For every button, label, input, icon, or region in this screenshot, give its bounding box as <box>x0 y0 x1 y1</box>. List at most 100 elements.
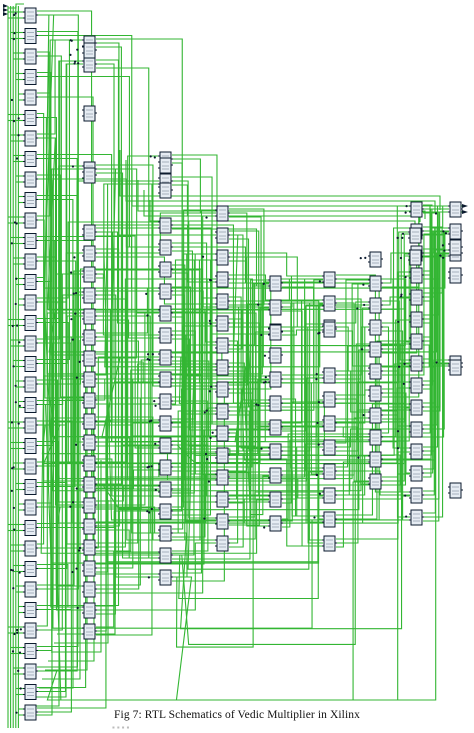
wire <box>229 279 323 411</box>
wire <box>382 381 410 434</box>
logic-block <box>23 397 38 413</box>
logic-block <box>23 233 38 249</box>
wire <box>96 155 159 481</box>
junction-dot <box>362 283 365 286</box>
logic-block <box>23 212 38 229</box>
junction-dot <box>76 48 79 51</box>
junction-dot <box>262 381 266 384</box>
logic-block <box>268 467 283 484</box>
logic-block <box>215 469 230 486</box>
wire <box>37 55 83 380</box>
wire <box>8 3 24 9</box>
logic-block <box>158 157 173 174</box>
logic-block <box>82 497 97 514</box>
logic-block <box>23 274 38 290</box>
junction-dot <box>441 244 445 247</box>
logic-block <box>322 487 337 504</box>
logic-block <box>268 515 283 532</box>
wire <box>229 278 323 478</box>
logic-block <box>215 513 230 530</box>
junction-dot <box>317 443 320 446</box>
logic-block <box>448 267 463 284</box>
logic-block <box>82 371 97 388</box>
wire <box>382 255 449 442</box>
logic-block <box>215 293 230 310</box>
junction-dot <box>15 277 18 280</box>
wire <box>96 235 159 449</box>
junction-dot <box>13 32 16 35</box>
junction-dot <box>154 488 157 491</box>
output-port <box>462 210 468 214</box>
logic-block <box>23 7 38 24</box>
logic-block <box>23 520 38 536</box>
wire <box>336 417 369 476</box>
wire <box>423 300 449 367</box>
wire <box>96 529 159 559</box>
logic-block <box>322 511 337 528</box>
logic-block <box>23 540 38 557</box>
junction-dot <box>12 37 15 41</box>
junction-dot <box>11 650 15 653</box>
logic-block <box>23 356 38 372</box>
logic-block <box>448 359 463 376</box>
logic-block <box>448 223 463 240</box>
junction-dot <box>11 324 14 328</box>
junction-dot <box>73 62 76 65</box>
logic-block <box>23 376 38 393</box>
junction-dot <box>255 403 258 406</box>
logic-block <box>409 267 424 284</box>
junction-dot <box>400 293 403 296</box>
junction-dot <box>318 280 321 283</box>
junction-dot <box>316 421 319 425</box>
logic-block <box>23 438 38 454</box>
junction-dot <box>12 365 15 368</box>
logic-block <box>322 463 337 480</box>
logic-block <box>368 341 383 358</box>
logic-block <box>268 419 283 436</box>
logic-block <box>23 335 38 352</box>
logic-block <box>82 623 97 640</box>
junction-dot <box>357 456 360 459</box>
junction-dot <box>313 516 316 519</box>
junction-dot <box>16 628 19 632</box>
junction-dot <box>75 376 79 379</box>
logic-block <box>268 395 283 412</box>
junction-dot <box>71 570 74 574</box>
junction-dot <box>77 549 81 552</box>
wire <box>382 227 410 390</box>
wire <box>96 437 159 509</box>
junction-dot <box>11 569 15 572</box>
logic-block <box>23 581 38 598</box>
logic-block <box>158 371 173 388</box>
wire <box>229 234 410 347</box>
logic-block <box>368 319 383 336</box>
junction-dot <box>203 411 206 414</box>
wire <box>336 279 369 444</box>
junction-dot <box>150 465 153 468</box>
logic-block <box>23 130 38 147</box>
junction-dot <box>77 62 80 65</box>
junction-dot <box>360 348 364 351</box>
logic-block <box>409 289 424 306</box>
junction-dot <box>201 255 205 258</box>
wire <box>96 424 216 437</box>
logic-block <box>322 367 337 384</box>
junction-dot <box>260 333 263 337</box>
logic-block <box>23 643 38 659</box>
junction-dot <box>75 487 78 490</box>
logic-block <box>158 261 173 278</box>
junction-dot <box>149 155 152 158</box>
logic-block <box>368 473 383 490</box>
logic-block <box>409 377 424 394</box>
logic-block <box>158 503 173 520</box>
junction-dot <box>359 256 362 260</box>
logic-block <box>409 201 424 218</box>
junction-dot <box>78 360 81 363</box>
junction-dot <box>76 606 79 610</box>
caption-artifact: ▪▪▪▪ <box>112 723 132 732</box>
logic-block <box>23 110 38 126</box>
wire <box>423 252 449 518</box>
logic-block <box>268 443 283 460</box>
junction-dot <box>257 303 260 306</box>
